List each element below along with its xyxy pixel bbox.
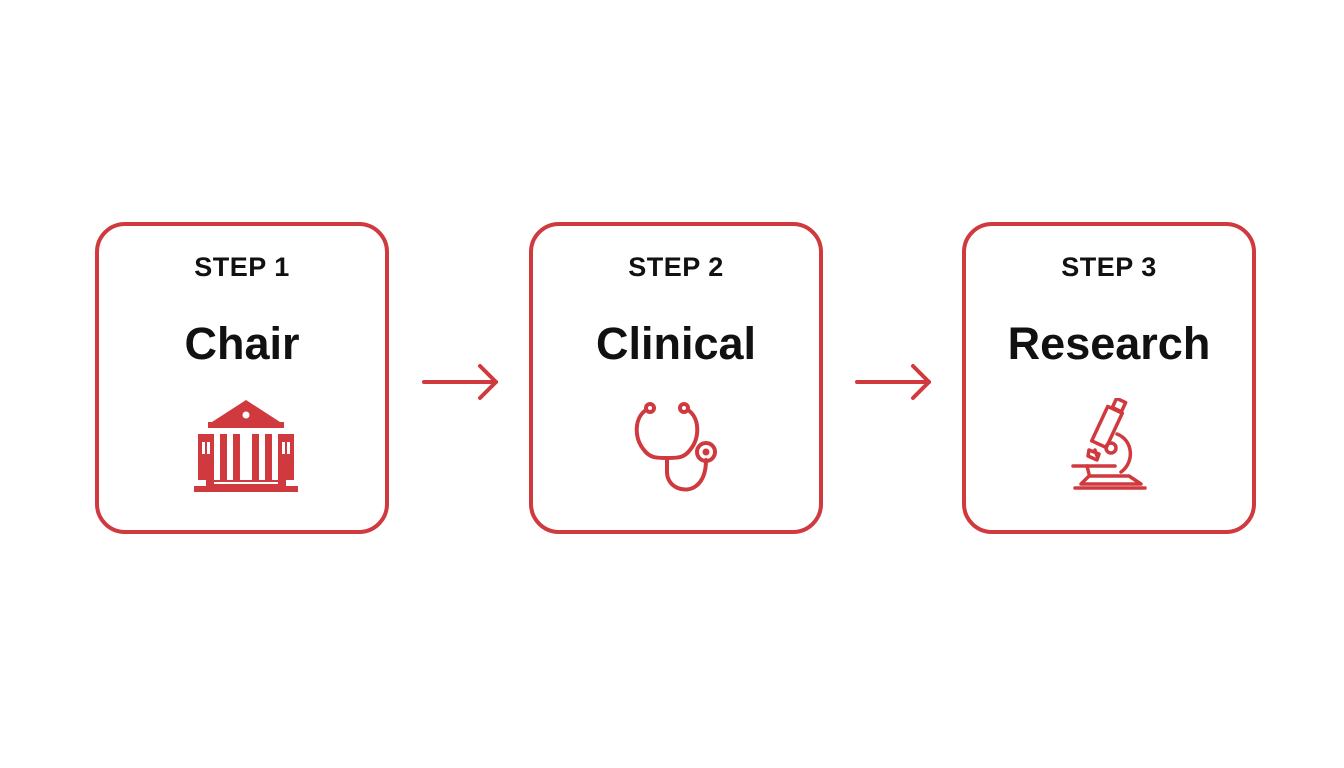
step-title: Research	[1007, 318, 1211, 369]
step-title: Clinical	[595, 318, 757, 369]
step-label: STEP 1	[194, 252, 290, 282]
arrow-right-icon	[422, 364, 498, 400]
step-card-clinical: STEP 2 Clinical	[529, 222, 823, 534]
arrow-right-icon	[855, 364, 931, 400]
step-card-research: STEP 3 Research	[962, 222, 1256, 534]
microscope-icon	[1071, 398, 1147, 490]
step-card-chair: STEP 1 Chair	[95, 222, 389, 534]
step-title: Chair	[184, 318, 300, 369]
building-icon	[194, 400, 298, 492]
step-label: STEP 3	[1061, 252, 1157, 282]
step-label: STEP 2	[628, 252, 724, 282]
stethoscope-icon	[634, 402, 717, 492]
